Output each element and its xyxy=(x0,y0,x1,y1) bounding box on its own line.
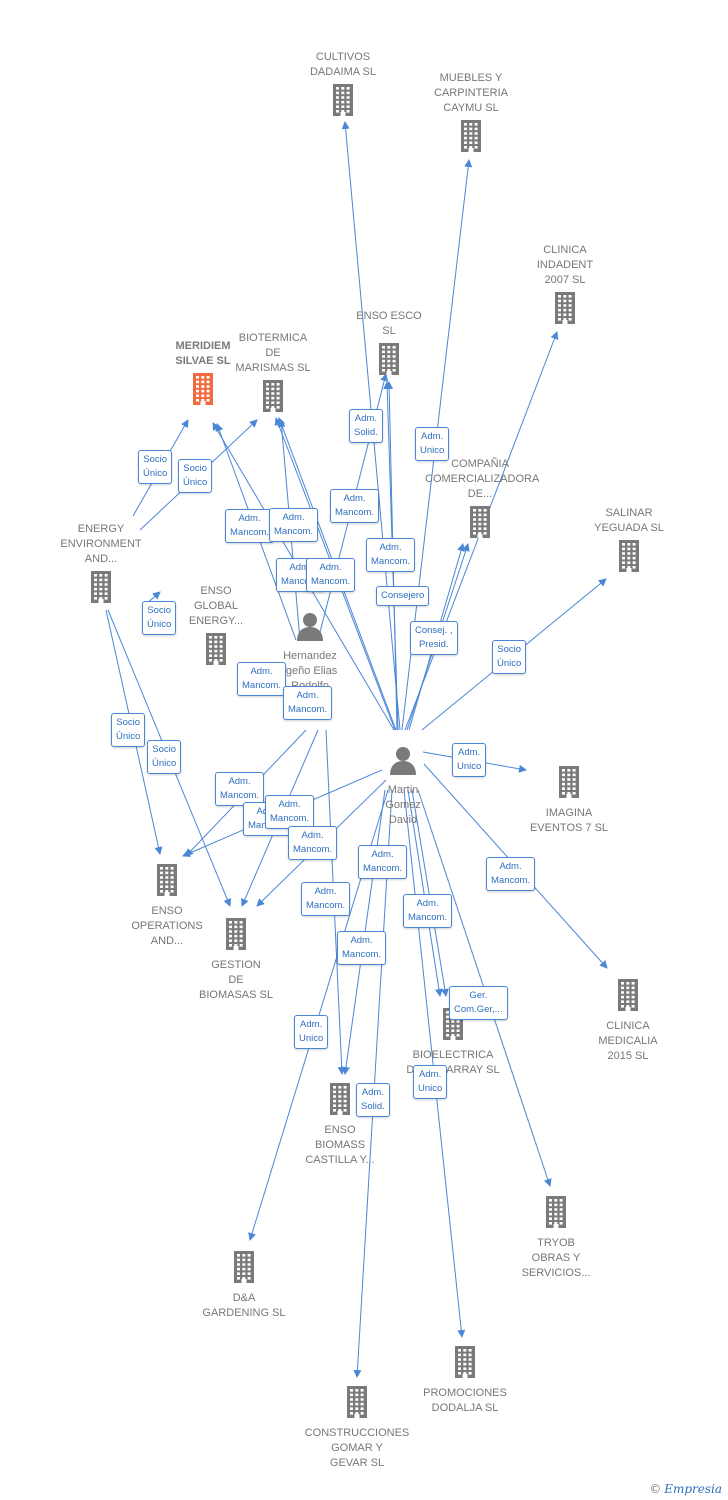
node-label: ENSO BIOMASS CASTILLA Y... xyxy=(305,1124,375,1166)
node-energy-env[interactable]: ENERGY ENVIRONMENT AND... xyxy=(46,522,156,608)
relation-tag[interactable]: Adm. Mancom. xyxy=(366,538,416,572)
relation-tag[interactable]: Adm. Mancom. xyxy=(337,931,387,965)
node-label: CULTIVOS DADAIMA SL xyxy=(309,51,377,78)
node-martin[interactable]: Martin Gomez David xyxy=(348,745,458,828)
building-icon xyxy=(573,979,683,1016)
relation-tag[interactable]: Adm. Mancom. xyxy=(215,772,265,806)
node-label: MUEBLES Y CARPINTERIA CAYMU SL xyxy=(434,72,508,114)
node-promociones[interactable]: PROMOCIONES DODALJA SL xyxy=(410,1346,520,1416)
node-construcciones[interactable]: CONSTRUCCIONES GOMAR Y GEVAR SL xyxy=(302,1386,412,1471)
relation-tag[interactable]: Socio Único xyxy=(142,601,177,635)
building-icon xyxy=(218,380,328,417)
building-icon xyxy=(181,918,291,955)
person-icon xyxy=(255,611,365,646)
node-salinar[interactable]: SALINAR YEGUADA SL xyxy=(574,506,684,577)
building-icon xyxy=(501,1196,611,1233)
building-icon xyxy=(189,1251,299,1288)
brand-name: Empresia xyxy=(664,1482,722,1496)
relation-tag[interactable]: Ger. Com.Ger,... xyxy=(449,986,508,1020)
node-imagina[interactable]: IMAGINA EVENTOS 7 SL xyxy=(514,766,624,836)
relation-tag[interactable]: Adm. Solid. xyxy=(349,409,383,443)
building-icon xyxy=(46,571,156,608)
building-icon xyxy=(285,1083,395,1120)
relation-tag[interactable]: Socio Único xyxy=(147,740,182,774)
node-label: CLINICA MEDICALIA 2015 SL xyxy=(598,1020,658,1062)
node-meridiem[interactable]: MERIDIEM SILVAE SL xyxy=(148,339,258,410)
building-icon xyxy=(410,1346,520,1383)
building-icon xyxy=(112,864,222,901)
relation-tag[interactable]: Adm. Mancom. xyxy=(330,489,380,523)
relation-tag[interactable]: Socio Único xyxy=(138,450,173,484)
node-label: D&A GARDENING SL xyxy=(202,1292,286,1319)
relation-tag[interactable]: Socio Único xyxy=(178,459,213,493)
relation-tag[interactable]: Consejero xyxy=(376,586,430,606)
node-clinica-medicalia[interactable]: CLINICA MEDICALIA 2015 SL xyxy=(573,979,683,1064)
building-icon xyxy=(510,292,620,329)
node-dya[interactable]: D&A GARDENING SL xyxy=(189,1251,299,1321)
node-enso-global[interactable]: ENSO GLOBAL ENERGY... xyxy=(161,584,271,670)
edge-martin-promociones xyxy=(403,789,466,1338)
building-icon xyxy=(574,540,684,577)
building-icon xyxy=(302,1386,412,1423)
brand-logo: ©Empresia xyxy=(649,1482,722,1496)
node-label: MERIDIEM SILVAE SL xyxy=(175,340,231,367)
node-enso-biomass[interactable]: ENSO BIOMASS CASTILLA Y... xyxy=(285,1083,395,1168)
relation-tag[interactable]: Adm. Mancom. xyxy=(225,509,275,543)
node-cultivos[interactable]: CULTIVOS DADAIMA SL xyxy=(288,50,398,121)
node-label: ENERGY ENVIRONMENT AND... xyxy=(60,523,142,565)
node-gestion[interactable]: GESTION DE BIOMASAS SL xyxy=(181,918,291,1003)
node-label: IMAGINA EVENTOS 7 SL xyxy=(529,807,609,834)
relation-tag[interactable]: Adm. Mancom. xyxy=(288,826,338,860)
node-label: CONSTRUCCIONES GOMAR Y GEVAR SL xyxy=(304,1427,410,1469)
node-label: SALINAR YEGUADA SL xyxy=(594,507,664,534)
relation-tag[interactable]: Adm. Unico xyxy=(294,1015,329,1049)
relation-tag[interactable]: Adm. Unico xyxy=(415,427,450,461)
node-label: COMPAÑIA COMERCIALIZADORA DE... xyxy=(425,458,540,500)
node-label: CLINICA INDADENT 2007 SL xyxy=(536,244,594,286)
node-label: BIOTERMICA DE MARISMAS SL xyxy=(235,332,311,374)
relation-tag[interactable]: Adm. Mancom. xyxy=(237,662,287,696)
edge-martin-bioelectrica xyxy=(407,789,443,997)
relation-tag[interactable]: Adm. Mancom. xyxy=(403,894,453,928)
relation-tag[interactable]: Consej. , Presid. xyxy=(410,621,458,655)
node-enso-esco[interactable]: ENSO ESCO SL xyxy=(334,309,444,380)
building-icon xyxy=(288,84,398,121)
node-label: TRYOB OBRAS Y SERVICIOS... xyxy=(521,1237,591,1279)
relation-tag[interactable]: Adm. Unico xyxy=(452,743,487,777)
building-icon xyxy=(416,120,526,157)
relation-tag[interactable]: Socio Único xyxy=(492,640,527,674)
relation-tag[interactable]: Adm. Unico xyxy=(413,1065,448,1099)
relation-tag[interactable]: Adm. Mancom. xyxy=(486,857,536,891)
relation-tag[interactable]: Socio Único xyxy=(111,713,146,747)
relation-tag[interactable]: Adm. Mancom. xyxy=(283,686,333,720)
building-icon xyxy=(148,373,258,410)
building-icon xyxy=(334,343,444,380)
relation-tag[interactable]: Adm. Mancom. xyxy=(358,845,408,879)
node-muebles[interactable]: MUEBLES Y CARPINTERIA CAYMU SL xyxy=(416,71,526,157)
relation-tag[interactable]: Adm. Mancom. xyxy=(301,882,351,916)
node-tryob[interactable]: TRYOB OBRAS Y SERVICIOS... xyxy=(501,1196,611,1281)
relation-tag[interactable]: Adm. Mancom. xyxy=(265,795,315,829)
node-label: ENSO GLOBAL ENERGY... xyxy=(188,585,244,627)
node-label: ENSO ESCO SL xyxy=(356,310,422,337)
edge-martin-bioelectrica xyxy=(411,789,449,997)
copyright-symbol: © xyxy=(649,1482,662,1496)
building-icon xyxy=(161,633,271,670)
node-label: ENSO OPERATIONS AND... xyxy=(131,905,203,947)
node-compania[interactable]: COMPAÑIA COMERCIALIZADORA DE... xyxy=(425,457,540,543)
node-biotermica[interactable]: BIOTERMICA DE MARISMAS SL xyxy=(218,331,328,417)
node-label: Martin Gomez David xyxy=(385,784,421,826)
node-clinica-indadent[interactable]: CLINICA INDADENT 2007 SL xyxy=(510,243,620,329)
node-label: GESTION DE BIOMASAS SL xyxy=(199,959,273,1001)
node-enso-operations[interactable]: ENSO OPERATIONS AND... xyxy=(112,864,222,949)
node-label: PROMOCIONES DODALJA SL xyxy=(423,1387,507,1414)
relation-tag[interactable]: Adm. Mancom. xyxy=(306,558,356,592)
person-icon xyxy=(348,745,458,780)
building-icon xyxy=(425,506,535,543)
building-icon xyxy=(514,766,624,803)
relation-tag[interactable]: Adm. Mancom. xyxy=(269,508,319,542)
relation-tag[interactable]: Adm. Solid. xyxy=(356,1083,390,1117)
